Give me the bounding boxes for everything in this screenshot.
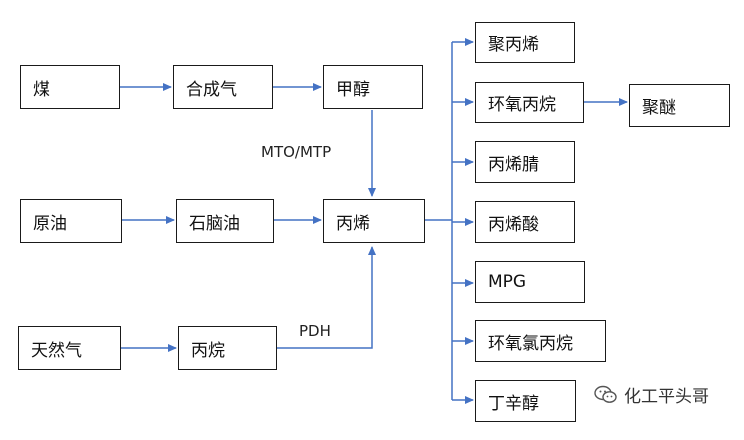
label-mto-mtp: MTO/MTP [261,143,332,161]
node-propylene-oxide: 环氧丙烷 [475,82,584,123]
node-syngas-label: 合成气 [186,79,237,100]
node-propylene-label: 丙烯 [336,213,370,234]
node-acrylic-acid: 丙烯酸 [475,201,575,243]
watermark: 化工平头哥 [594,382,709,407]
watermark-text: 化工平头哥 [624,387,709,407]
label-pdh: PDH [299,322,331,340]
node-coal-label: 煤 [33,79,50,100]
node-polyether-label: 聚醚 [642,98,676,118]
node-mpg-label: MPG [488,272,527,292]
node-polypropylene-label: 聚丙烯 [488,35,539,55]
node-coal: 煤 [20,65,120,109]
edge-propane-propylene [277,246,376,349]
node-propylene-oxide-label: 环氧丙烷 [488,95,556,115]
node-methanol: 甲醇 [323,65,423,109]
node-butanol: 丁辛醇 [475,380,576,422]
node-acrylonitrile-label: 丙烯腈 [488,154,539,175]
node-crude: 原油 [20,199,122,243]
node-epichlorohydrin: 环氧氯丙烷 [475,320,606,362]
wechat-icon [594,385,617,403]
node-propylene: 丙烯 [323,199,425,243]
node-mpg: MPG [475,261,585,303]
node-propane-label: 丙烷 [191,340,225,361]
node-syngas: 合成气 [173,65,273,109]
node-methanol-label: 甲醇 [336,79,370,100]
node-propane: 丙烷 [178,326,277,370]
node-natgas-label: 天然气 [31,340,82,361]
node-polypropylene: 聚丙烯 [475,22,575,63]
node-natgas: 天然气 [18,326,121,370]
node-crude-label: 原油 [33,213,67,234]
node-epichlorohydrin-label: 环氧氯丙烷 [488,333,573,354]
node-acrylic-acid-label: 丙烯酸 [488,214,539,235]
node-naphtha-label: 石脑油 [189,213,240,234]
node-acrylonitrile: 丙烯腈 [475,141,575,183]
node-naphtha: 石脑油 [176,199,274,243]
node-butanol-label: 丁辛醇 [488,393,539,414]
node-polyether: 聚醚 [629,84,730,127]
